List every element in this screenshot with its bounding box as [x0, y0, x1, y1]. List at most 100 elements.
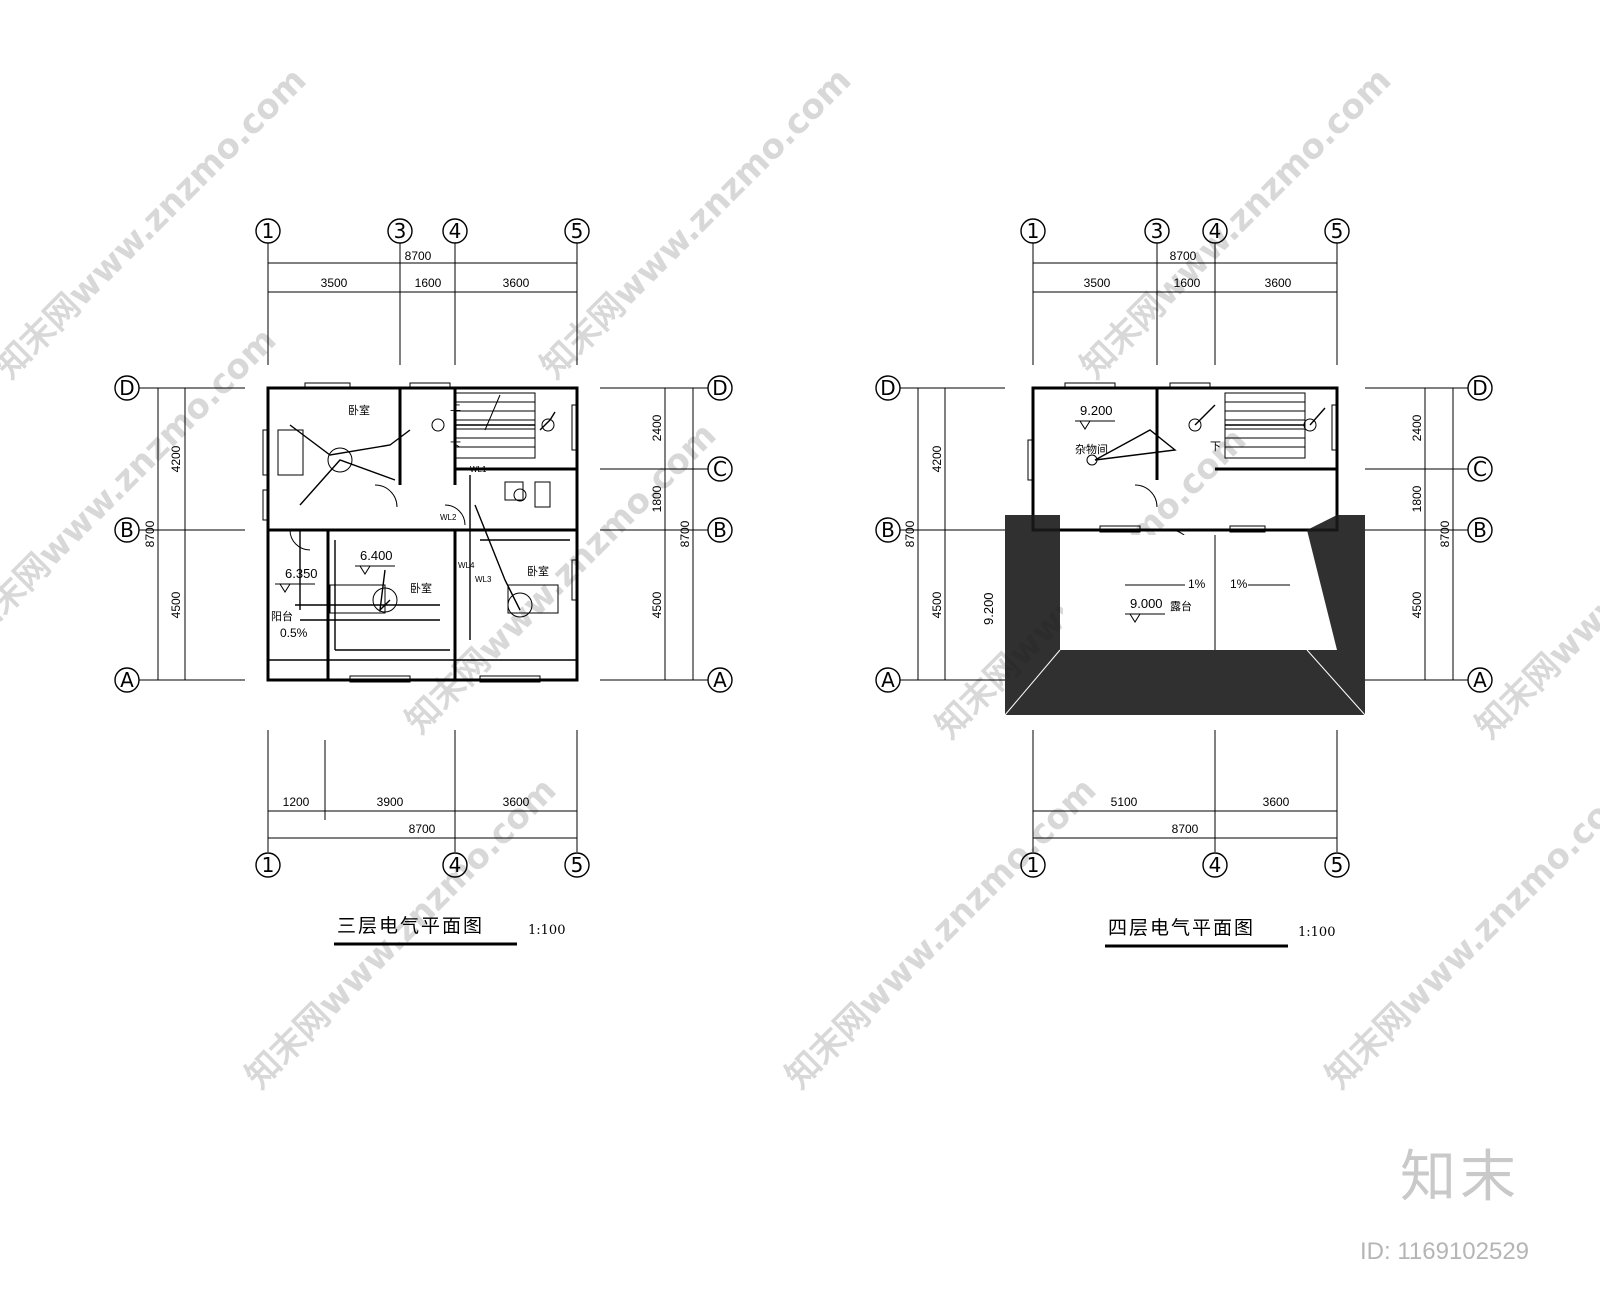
- watermark: 知末网www.znzmo.com: [1318, 770, 1600, 1096]
- axis-label: B: [713, 518, 727, 542]
- room-label-bedroom: 卧室: [410, 581, 432, 595]
- dim-segment: 1200: [283, 795, 310, 809]
- dim-segment: 2400: [650, 414, 664, 441]
- drawing-title: 四层电气平面图: [1108, 917, 1255, 939]
- bottom-dimensions: 5100 3600 8700: [1032, 730, 1338, 852]
- axis-label: 3: [394, 219, 407, 243]
- dim-segment: 3600: [1265, 276, 1292, 290]
- circuit-label: WL3: [475, 575, 492, 584]
- dim-segment: 3500: [321, 276, 348, 290]
- dim-total: 8700: [903, 520, 917, 547]
- axis-bubble-4: [442, 852, 468, 878]
- axis-label: 3: [1151, 219, 1164, 243]
- axis-label: 5: [1331, 219, 1344, 243]
- walls: [262, 382, 579, 683]
- dim-total: 8700: [143, 520, 157, 547]
- axis-label: 5: [571, 219, 584, 243]
- roof-eave: [1004, 515, 1366, 716]
- circuit-label: WL2: [440, 513, 457, 522]
- wiring: WL1 WL2 WL3 WL4: [289, 411, 556, 640]
- drawing-scale: 1:100: [1298, 925, 1335, 940]
- axis-bubble-5: [1324, 852, 1350, 878]
- dim-segment: 4200: [930, 445, 944, 472]
- image-id: ID: 1169102529: [1360, 1238, 1530, 1265]
- bottom-dimensions: 1200 3900 3600 8700: [267, 730, 578, 852]
- dim-segment: 3900: [377, 795, 404, 809]
- dim-total: 8700: [678, 520, 692, 547]
- slope-label: 1%: [1230, 577, 1248, 591]
- third-floor-plan: 1 3 4 5 8700 3500 1600 3600 D B A: [114, 218, 733, 946]
- dim-segment: 4500: [169, 591, 183, 618]
- dim-segment: 3500: [1084, 276, 1111, 290]
- axis-label: 1: [1027, 219, 1040, 243]
- dim-segment: 5100: [1111, 795, 1138, 809]
- circuit-label: WL1: [470, 465, 487, 474]
- dim-segment: 1800: [1410, 485, 1424, 512]
- dim-total: 8700: [405, 249, 432, 263]
- watermark: 知末网www.znzmo.com: [398, 415, 724, 741]
- right-dimensions: 2400 1800 4500 8700: [1365, 387, 1468, 681]
- elevation-mark: 9.000: [1130, 596, 1163, 611]
- axis-label: D: [712, 376, 727, 400]
- axis-label: 1: [262, 853, 275, 877]
- dim-total: 8700: [1438, 520, 1452, 547]
- walls: [1027, 382, 1339, 553]
- axis-bubble-5: [564, 852, 590, 878]
- axis-bubble-1: [1020, 852, 1046, 878]
- axis-label: 4: [1209, 853, 1222, 877]
- left-dimensions: 8700 4200 4500: [900, 387, 1005, 681]
- watermark: 知末网www.znzmo.com: [0, 320, 284, 646]
- dim-segment: 3600: [503, 795, 530, 809]
- axis-label: 4: [449, 853, 462, 877]
- axis-label: 1: [262, 219, 275, 243]
- axis-label: 5: [571, 853, 584, 877]
- axis-bubble-4: [1202, 852, 1228, 878]
- axis-label: A: [120, 668, 134, 692]
- elevation-mark: 9.200: [981, 592, 996, 625]
- drawing-scale: 1:100: [528, 923, 565, 938]
- watermark: 知末网www.znzmo.com: [778, 770, 1104, 1096]
- axis-label: A: [1473, 668, 1487, 692]
- axis-label: B: [120, 518, 134, 542]
- stair-up-label: 上: [450, 400, 461, 413]
- dim-segment: 1600: [415, 276, 442, 290]
- dim-total: 8700: [1172, 822, 1199, 836]
- dim-segment: 3600: [503, 276, 530, 290]
- axis-label: A: [881, 668, 895, 692]
- dim-total: 8700: [1170, 249, 1197, 263]
- top-dimensions: 8700 3500 1600 3600: [1032, 243, 1338, 365]
- slope-label: 0.5%: [280, 626, 308, 640]
- dim-segment: 3600: [1263, 795, 1290, 809]
- axis-label: 5: [1331, 853, 1344, 877]
- stairs: 下: [1210, 392, 1306, 459]
- circuit-label: WL4: [458, 561, 475, 570]
- room-label-balcony: 阳台: [271, 609, 293, 623]
- elevation-mark: 6.350: [285, 566, 318, 581]
- axis-label: 4: [1209, 219, 1222, 243]
- axis-label: 1: [1027, 853, 1040, 877]
- axis-label: B: [881, 518, 895, 542]
- axis-bubble-1: [255, 852, 281, 878]
- left-dimensions: 8700 4200 4500: [139, 387, 245, 681]
- dim-segment: 4500: [1410, 591, 1424, 618]
- stair-down-label: 下: [1210, 440, 1221, 453]
- watermark: 知末网www.znzmo.com: [1073, 60, 1399, 386]
- dim-segment: 4500: [930, 591, 944, 618]
- dim-total: 8700: [409, 822, 436, 836]
- stair-down-label: 下: [450, 440, 461, 453]
- axis-label: 4: [449, 219, 462, 243]
- axis-label: D: [119, 376, 134, 400]
- room-label-bedroom: 卧室: [527, 564, 549, 578]
- axis-label: C: [1473, 457, 1487, 481]
- dim-segment: 1800: [650, 485, 664, 512]
- slope-label: 1%: [1188, 577, 1206, 591]
- axis-label: D: [1472, 376, 1487, 400]
- furniture: [277, 429, 559, 614]
- room-label-bedroom: 卧室: [348, 403, 370, 417]
- axis-label: B: [1473, 518, 1487, 542]
- fourth-floor-plan: 1 3 4 5 8700 3500 1600 3600 D B A: [875, 218, 1493, 948]
- dim-segment: 4500: [650, 591, 664, 618]
- watermark: 知末网www.znzmo.com: [1468, 420, 1600, 746]
- wiring: [1086, 404, 1326, 466]
